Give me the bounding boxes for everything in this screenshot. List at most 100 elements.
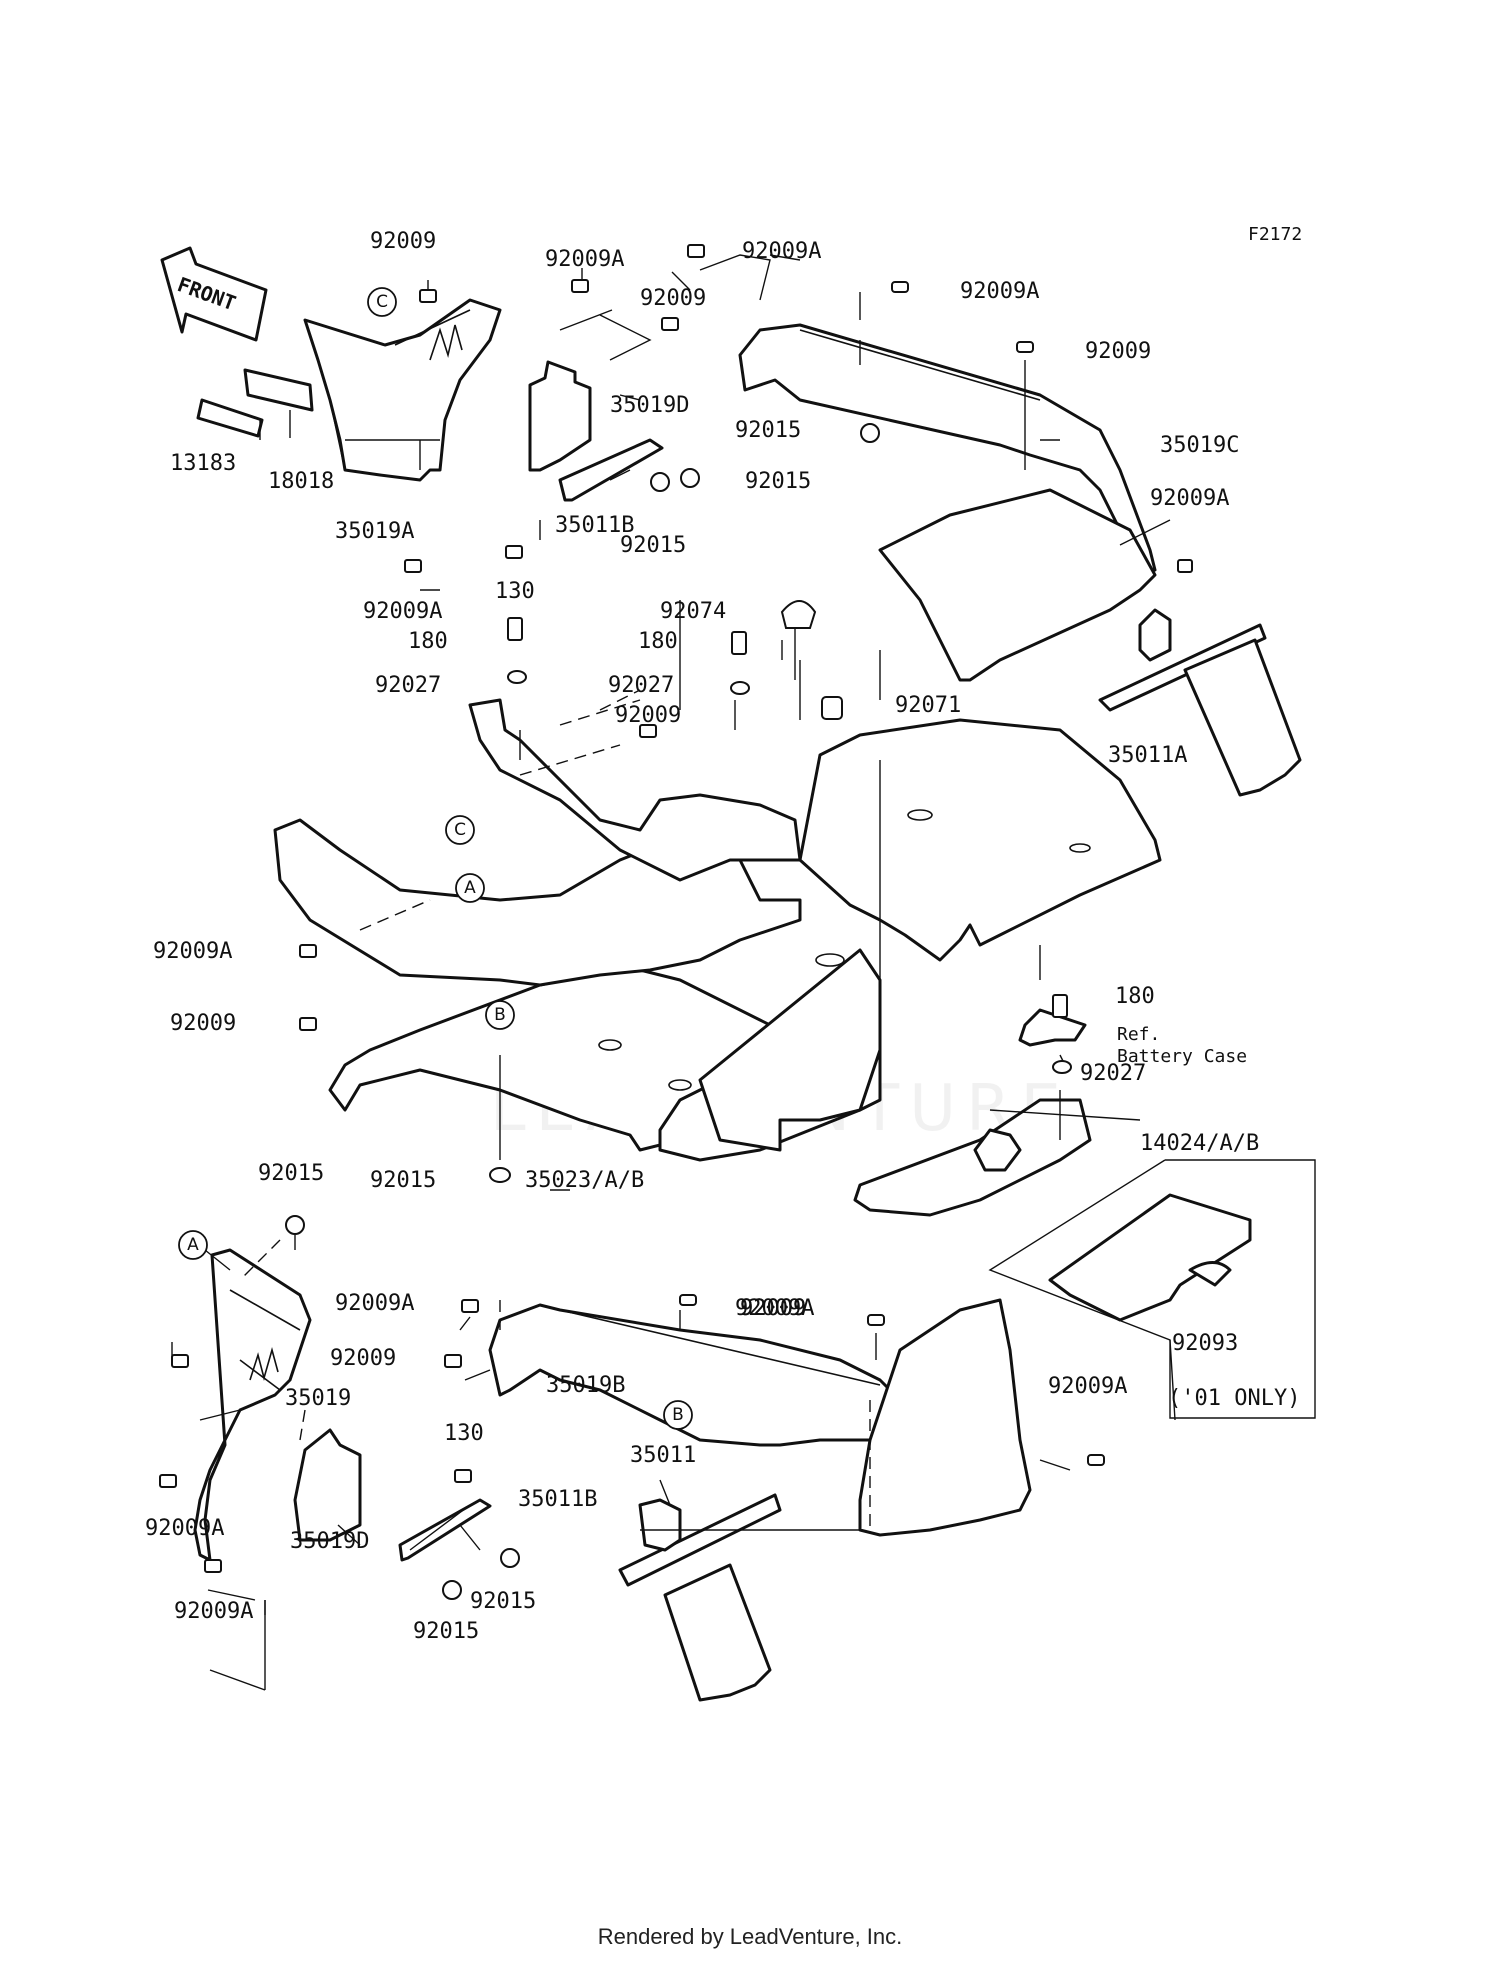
part-label: 92009A (153, 939, 232, 964)
part-label: 35011B (518, 1487, 597, 1512)
mud-flap-35019D-upper (528, 360, 592, 472)
bolt-icon (204, 1559, 222, 1573)
bolt-icon (1052, 994, 1068, 1018)
strip-35011B-lower (398, 1498, 492, 1562)
part-label: 92009 (1085, 339, 1151, 364)
part-label: 92009 (330, 1346, 396, 1371)
screw-icon (867, 1314, 885, 1326)
svg-text:C: C (454, 820, 466, 840)
inset-panel (988, 1159, 1316, 1419)
figure-code: F2172 (1248, 224, 1302, 245)
ref-note-line2: Battery Case (1117, 1046, 1247, 1067)
part-label: 35011B (555, 513, 634, 538)
nut-icon (489, 1167, 511, 1183)
strip-35011B-upper (558, 438, 664, 502)
part-labels: 92009 92009A 92009A 92009A 92009 35019D … (145, 229, 1300, 1644)
part-label: 92015 (370, 1168, 436, 1193)
bracket-35011A (1098, 608, 1302, 797)
part-label: 92074 (660, 599, 726, 624)
callout-c-upper: C (367, 287, 397, 317)
nut-icon (442, 1580, 462, 1600)
clip-13183 (196, 398, 264, 438)
bolt-icon (454, 1469, 472, 1483)
part-label: 180 (638, 629, 678, 654)
hardware (159, 244, 1193, 1600)
bolt-icon (419, 289, 437, 303)
part-label: 92009A (174, 1599, 253, 1624)
callout-b-mid: B (485, 1000, 515, 1030)
part-label: 92015 (620, 533, 686, 558)
part-label: 180 (1115, 984, 1155, 1009)
part-label: 13183 (170, 451, 236, 476)
bolt-icon (661, 317, 679, 331)
bolt-icon (159, 1474, 177, 1488)
part-label: 92015 (413, 1619, 479, 1644)
plate-18018 (243, 368, 314, 412)
bolt-icon (299, 944, 317, 958)
part-label: ('01 ONLY) (1168, 1386, 1300, 1411)
part-label: 180 (408, 629, 448, 654)
part-label: 92009A (145, 1516, 224, 1541)
part-label: 35019D (290, 1529, 369, 1554)
screw-icon (1177, 559, 1193, 573)
rear-fender-35023 (273, 698, 1162, 1162)
callout-b-lower: B (663, 1400, 693, 1430)
ref-note-line1: Ref. (1117, 1024, 1160, 1045)
bolt-icon (444, 1354, 462, 1368)
svg-text:A: A (187, 1235, 199, 1255)
mud-flap-35019D-lower (293, 1428, 362, 1542)
bolt-icon (639, 724, 657, 738)
part-label: 35019C (1160, 433, 1239, 458)
part-label: 92009 (370, 229, 436, 254)
bolt-icon (505, 545, 523, 559)
part-label: 92009A (735, 1296, 814, 1321)
part-label: 92009 (170, 1011, 236, 1036)
part-label: 92009A (363, 599, 442, 624)
part-label: 92027 (608, 673, 674, 698)
bolt-icon (731, 631, 747, 655)
nut-icon (500, 1548, 520, 1568)
part-label: 92009 (640, 286, 706, 311)
screw-icon (891, 281, 909, 293)
grommet-icon (821, 696, 843, 720)
part-label: 92015 (745, 469, 811, 494)
bolt-icon (299, 1017, 317, 1031)
part-label: 92015 (735, 418, 801, 443)
part-label: 92009A (335, 1291, 414, 1316)
svg-text:A: A (464, 878, 476, 898)
screw-icon (1087, 1454, 1105, 1466)
part-label: 35019D (610, 393, 689, 418)
bracket-35011 (618, 1493, 782, 1702)
part-label: 92009 (740, 1296, 806, 1321)
mudguard-35019A (303, 298, 502, 482)
callout-c-mid: C (445, 815, 475, 845)
callout-a-mid: A (455, 873, 485, 903)
bolt-icon (461, 1299, 479, 1313)
part-label: 92027 (375, 673, 441, 698)
bolt-icon (687, 244, 705, 258)
fender-35019B (488, 1298, 1032, 1537)
cap-icon (780, 600, 817, 629)
part-label: 18018 (268, 469, 334, 494)
svg-text:B: B (494, 1005, 506, 1025)
svg-text:B: B (672, 1405, 684, 1425)
render-credit: Rendered by LeadVenture, Inc. (597, 1924, 903, 1949)
part-label: 92009A (1048, 1374, 1127, 1399)
screw-icon (679, 1294, 697, 1306)
part-label: 35011A (1108, 743, 1187, 768)
part-label: 92015 (470, 1589, 536, 1614)
part-label: 92009A (960, 279, 1039, 304)
part-label: 35019A (335, 519, 414, 544)
screw-icon (1016, 341, 1034, 353)
part-label: 92027 (1080, 1061, 1146, 1086)
part-label: 92009 (615, 703, 681, 728)
part-label: 35019 (285, 1386, 351, 1411)
part-label: 35019B (546, 1373, 625, 1398)
part-label: 35023/A/B (525, 1168, 644, 1193)
bolt-icon (171, 1354, 189, 1368)
washer-icon (730, 681, 750, 695)
part-label: 35011 (630, 1443, 696, 1468)
part-label: 92009A (742, 239, 821, 264)
fender-35019C (738, 323, 1157, 682)
nut-icon (860, 423, 880, 443)
